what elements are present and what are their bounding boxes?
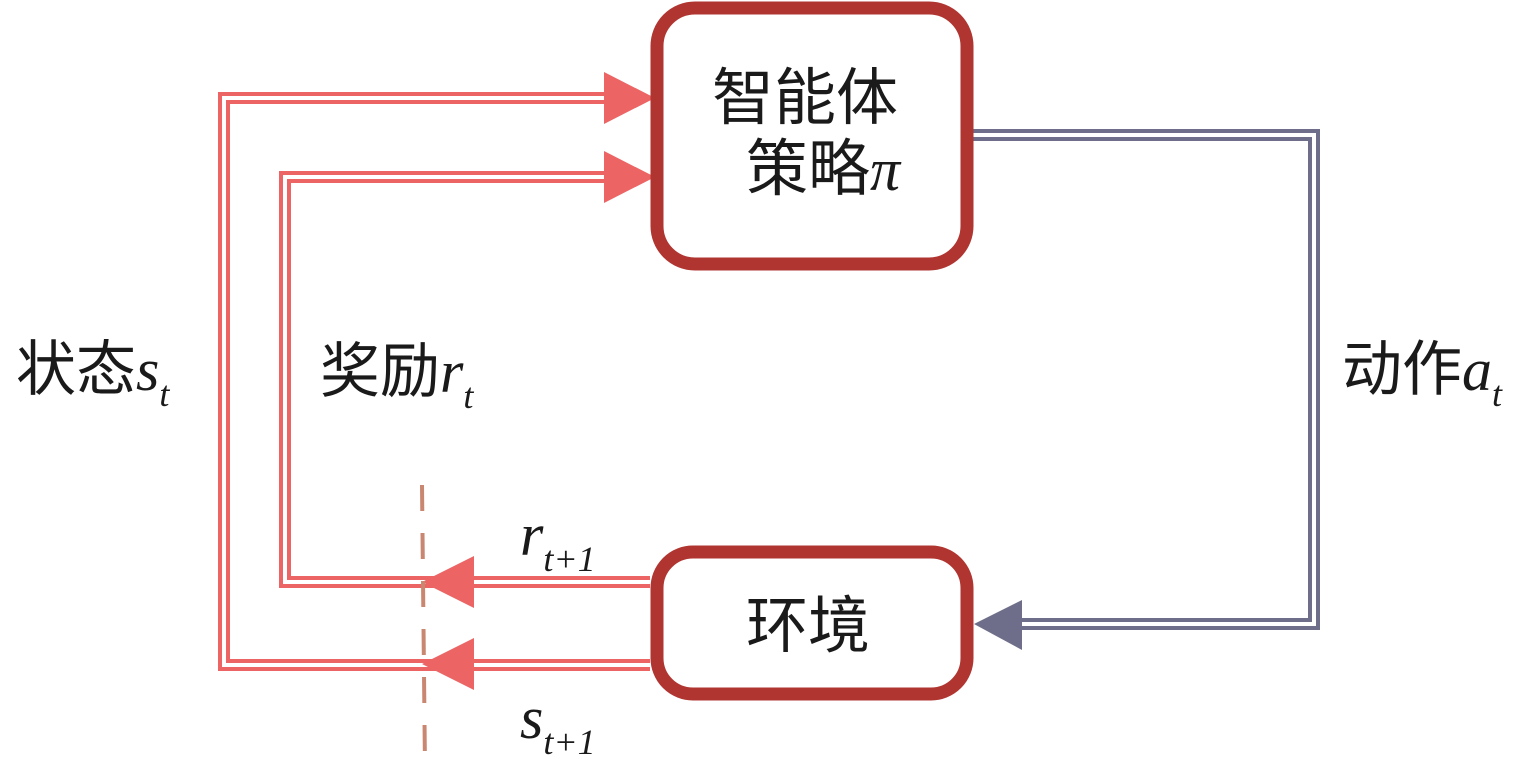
next-state-subscript: t+1 — [543, 722, 596, 762]
action-symbol: a — [1462, 337, 1492, 403]
reward-subscript: t — [463, 376, 474, 416]
reward-arrowhead-icon — [422, 556, 474, 608]
agent-label-line1: 智能体 — [712, 61, 899, 134]
next-state-symbol: s — [520, 685, 544, 751]
action-arrow — [970, 129, 1320, 650]
policy-text: 策略 — [746, 132, 871, 206]
reward-symbol: r — [440, 339, 464, 405]
state-label: 状态st — [16, 337, 169, 412]
action-subscript: t — [1492, 374, 1503, 414]
next-reward-symbol: r — [520, 502, 544, 568]
state-arrowhead-icon — [422, 638, 474, 690]
next-state-label: st+1 — [520, 685, 596, 760]
action-label: 动作at — [1342, 337, 1502, 412]
next-reward-subscript: t+1 — [543, 539, 596, 579]
time-step-divider — [420, 484, 427, 768]
action-label-text: 动作 — [1342, 335, 1462, 405]
state-subscript: t — [159, 374, 170, 414]
agent-label: 智能体 策略π — [712, 62, 900, 205]
reward-label-text: 奖励 — [320, 337, 440, 407]
agent-box[interactable] — [650, 1, 974, 271]
state-symbol: s — [136, 337, 160, 403]
next-reward-label: rt+1 — [520, 502, 596, 577]
agent-policy-label: 策略π — [712, 133, 900, 205]
state-label-text: 状态 — [16, 335, 136, 405]
reward-label: 奖励rt — [320, 339, 473, 414]
environment-label: 环境 — [746, 589, 871, 662]
environment-box[interactable] — [650, 545, 974, 701]
policy-symbol: π — [870, 137, 901, 204]
